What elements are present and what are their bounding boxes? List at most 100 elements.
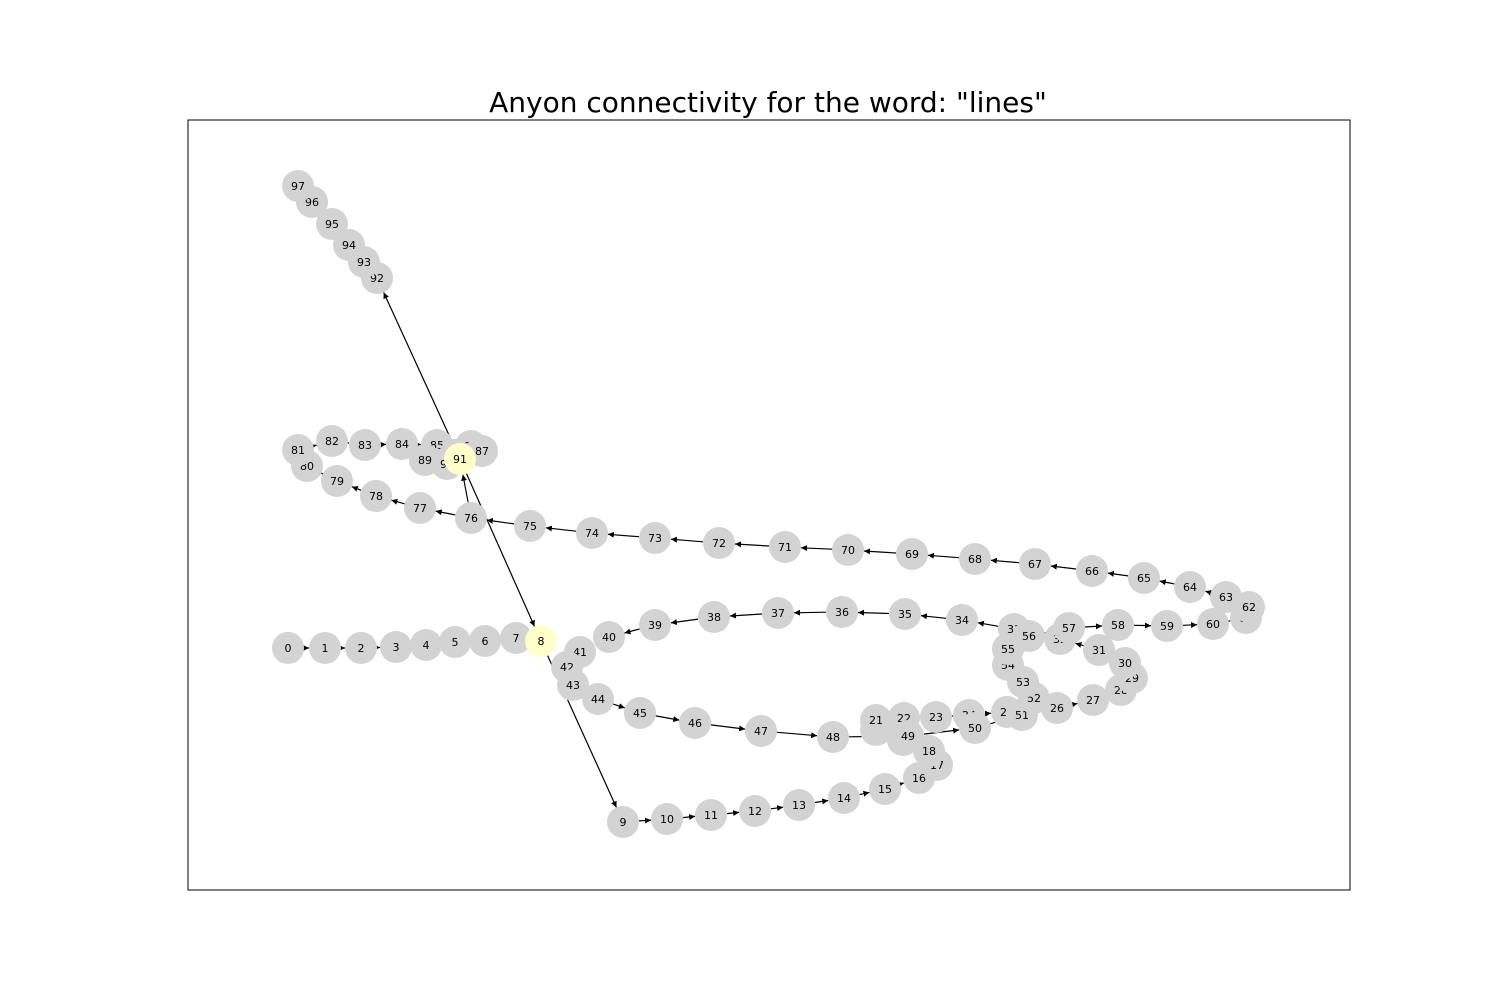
node-63: 63 xyxy=(1210,581,1242,613)
node-label: 77 xyxy=(413,502,427,515)
edge-12-13 xyxy=(770,805,784,811)
node-label: 31 xyxy=(1092,644,1106,657)
node-9: 9 xyxy=(607,806,639,838)
node-83: 83 xyxy=(349,429,381,461)
page-title: Anyon connectivity for the word: "lines" xyxy=(489,86,1047,119)
node-66: 66 xyxy=(1076,555,1108,587)
node-circle xyxy=(380,631,412,663)
node-label: 37 xyxy=(771,607,785,620)
node-circle xyxy=(576,517,608,549)
edge-33-34 xyxy=(977,620,999,627)
edge-73-74 xyxy=(607,531,640,538)
node-label: 11 xyxy=(704,809,718,822)
node-10: 10 xyxy=(651,803,683,835)
node-label: 60 xyxy=(1206,618,1220,631)
node-label: 96 xyxy=(305,196,319,209)
edge-70-71 xyxy=(800,545,833,552)
node-label: 59 xyxy=(1160,620,1174,633)
node-76: 76 xyxy=(455,502,487,534)
node-label: 62 xyxy=(1242,601,1256,614)
edge-78-79 xyxy=(351,486,362,492)
node-circle xyxy=(282,434,314,466)
node-label: 49 xyxy=(901,730,915,743)
node-label: 92 xyxy=(370,272,384,285)
node-label: 47 xyxy=(754,725,768,738)
edge-81-82 xyxy=(309,443,317,450)
edge-39-40 xyxy=(624,628,640,635)
node-68: 68 xyxy=(959,543,991,575)
node-label: 35 xyxy=(898,608,912,621)
node-label: 27 xyxy=(1086,694,1100,707)
node-circle xyxy=(1102,609,1134,641)
edge-13-14 xyxy=(814,798,829,805)
node-label: 26 xyxy=(1050,702,1064,715)
node-label: 4 xyxy=(423,639,430,652)
node-38: 38 xyxy=(698,601,730,633)
node-65: 65 xyxy=(1128,562,1160,594)
node-45: 45 xyxy=(624,697,656,729)
node-75: 75 xyxy=(514,510,546,542)
node-69: 69 xyxy=(896,538,928,570)
node-12: 12 xyxy=(739,795,771,827)
node-circle xyxy=(651,803,683,835)
node-label: 6 xyxy=(482,635,489,648)
node-circle xyxy=(321,465,353,497)
node-circle xyxy=(1083,634,1115,666)
edge-64-65 xyxy=(1159,579,1175,586)
edge-37-38 xyxy=(729,612,763,619)
node-circle xyxy=(946,604,978,636)
node-label: 66 xyxy=(1085,565,1099,578)
node-71: 71 xyxy=(769,531,801,563)
node-7: 7 xyxy=(500,622,532,654)
node-circle xyxy=(455,502,487,534)
node-0: 0 xyxy=(272,632,304,664)
node-label: 93 xyxy=(357,256,371,269)
node-84: 84 xyxy=(386,428,418,460)
node-label: 75 xyxy=(523,520,537,533)
node-6: 6 xyxy=(469,625,501,657)
node-label: 55 xyxy=(1001,643,1015,656)
node-47: 47 xyxy=(745,715,777,747)
node-label: 56 xyxy=(1022,630,1036,643)
node-78: 78 xyxy=(360,480,392,512)
node-67: 67 xyxy=(1019,548,1051,580)
node-circle xyxy=(832,534,864,566)
node-39: 39 xyxy=(639,609,671,641)
node-circle xyxy=(282,170,314,202)
node-label: 46 xyxy=(688,717,702,730)
node-circle xyxy=(1013,620,1045,652)
node-circle xyxy=(889,598,921,630)
nodes-layer: 0123456789101112131415161718192021222324… xyxy=(272,170,1265,838)
plot-frame xyxy=(187,119,1351,891)
node-circle xyxy=(469,625,501,657)
node-circle xyxy=(745,715,777,747)
node-circle xyxy=(959,543,991,575)
node-label: 64 xyxy=(1183,581,1197,594)
node-14: 14 xyxy=(828,782,860,814)
edge-76-77 xyxy=(435,509,456,516)
node-circle xyxy=(869,773,901,805)
node-circle xyxy=(582,683,614,715)
node-82: 82 xyxy=(316,425,348,457)
node-50: 50 xyxy=(959,712,991,744)
edge-68-69 xyxy=(927,552,960,559)
edge-36-37 xyxy=(793,609,827,616)
node-91: 91 xyxy=(444,443,476,475)
node-49: 49 xyxy=(892,720,924,752)
node-label: 51 xyxy=(1015,709,1029,722)
edge-47-48 xyxy=(776,731,818,739)
node-3: 3 xyxy=(380,631,412,663)
node-circle xyxy=(309,632,341,664)
node-label: 0 xyxy=(285,642,292,655)
edge-45-46 xyxy=(655,715,680,723)
node-15: 15 xyxy=(869,773,901,805)
node-label: 18 xyxy=(922,745,936,758)
node-circle xyxy=(500,622,532,654)
node-circle xyxy=(525,625,557,657)
edge-10-11 xyxy=(682,814,696,820)
node-79: 79 xyxy=(321,465,353,497)
edge-91-8 xyxy=(465,473,536,627)
node-label: 65 xyxy=(1137,572,1151,585)
node-11: 11 xyxy=(695,799,727,831)
node-circle xyxy=(817,721,849,753)
